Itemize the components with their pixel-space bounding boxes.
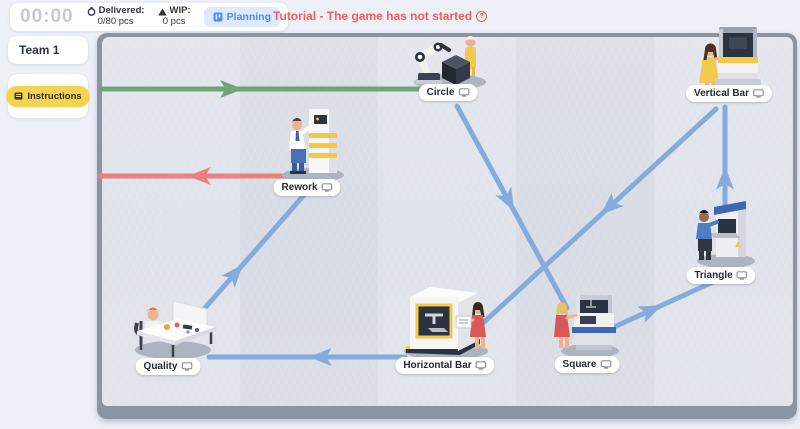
- station-label-text: Horizontal Bar: [403, 360, 472, 371]
- quality-station-illustration: [115, 295, 227, 366]
- station-label-triangle[interactable]: Triangle: [686, 267, 756, 284]
- station-label-horizontal-bar[interactable]: Horizontal Bar: [395, 357, 495, 374]
- wip-triangle-icon: [157, 8, 167, 16]
- station-label-text: Vertical Bar: [693, 88, 750, 99]
- station-display-icon: [181, 362, 193, 371]
- game-board: Circle: [97, 27, 797, 419]
- help-icon[interactable]: ?: [476, 10, 488, 22]
- team-name: Team 1: [19, 43, 60, 57]
- station-label-quality[interactable]: Quality: [135, 358, 201, 375]
- tutorial-text: Tutorial - The game has not started: [273, 9, 473, 23]
- square-station-illustration: [546, 291, 628, 364]
- station-display-icon: [736, 271, 748, 280]
- station-display-icon: [753, 89, 764, 98]
- flow-arrow-supply-to-circle: [99, 80, 458, 98]
- station-label-text: Square: [562, 359, 597, 370]
- flow-arrow-circle-to-square: [454, 103, 570, 311]
- station-label-text: Circle: [426, 87, 455, 98]
- instructions-card: Instructions: [6, 74, 90, 118]
- horizontal-bar-station-illustration: [390, 283, 502, 366]
- flow-arrow-square-to-triangle: [600, 279, 716, 335]
- wip-value: 0 pcs: [162, 16, 186, 27]
- wip-label: WIP:: [169, 5, 191, 17]
- flow-arrows: [97, 80, 734, 366]
- planning-board-icon: [213, 12, 223, 22]
- instructions-label: Instructions: [27, 90, 82, 102]
- tutorial-message: Tutorial - The game has not started ?: [273, 9, 488, 23]
- station-display-icon: [475, 361, 487, 370]
- triangle-station-illustration: [680, 195, 766, 274]
- station-display-icon: [458, 88, 470, 97]
- flow-arrow-rework-to-exit: [97, 167, 288, 185]
- station-display-icon: [600, 360, 612, 369]
- wip-stat: WIP: 0 pcs: [157, 5, 191, 28]
- station-label-rework[interactable]: Rework: [273, 179, 341, 196]
- delivered-value: 0/80 pcs: [97, 16, 134, 27]
- station-label-text: Rework: [281, 182, 318, 193]
- delivered-label: Delivered:: [98, 5, 145, 17]
- delivered-target-icon: [87, 7, 96, 16]
- station-label-text: Quality: [143, 361, 178, 372]
- flow-arrow-horizontal-bar-to-quality: [206, 348, 408, 366]
- instructions-button[interactable]: Instructions: [6, 85, 90, 107]
- flow-arrow-triangle-to-vertical-bar: [716, 104, 734, 208]
- team-card: Team 1: [8, 36, 88, 64]
- instructions-book-icon: [14, 92, 23, 100]
- station-label-square[interactable]: Square: [554, 356, 620, 373]
- station-display-icon: [321, 183, 333, 192]
- planning-phase-badge: Planning: [203, 7, 280, 27]
- flow-arrow-vertical-bar-to-horizontal-bar: [480, 106, 719, 326]
- rework-station-illustration: [265, 107, 357, 188]
- station-label-vertical-bar[interactable]: Vertical Bar: [685, 85, 773, 102]
- game-timer: 00:00: [20, 6, 74, 27]
- delivered-stat: Delivered: 0/80 pcs: [87, 5, 145, 28]
- station-label-text: Triangle: [694, 270, 733, 281]
- stats-card: 00:00 Delivered: 0/80 pcs WIP: 0 pcs: [10, 3, 288, 31]
- station-label-circle[interactable]: Circle: [418, 84, 478, 101]
- planning-label: Planning: [226, 11, 271, 23]
